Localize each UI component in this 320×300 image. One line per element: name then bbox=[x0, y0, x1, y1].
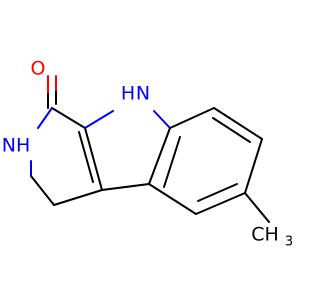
indole-nh-n-label: N bbox=[136, 83, 150, 105]
bond-c6-c5 bbox=[195, 192, 246, 215]
bond-c4a-c9a bbox=[84, 127, 103, 191]
bond-c4b-c8a-inner bbox=[163, 136, 181, 188]
bond-c4-c4a bbox=[53, 189, 103, 206]
bond-c4a-c9a-inner bbox=[78, 131, 94, 183]
molecule-diagram: O NH H N CH 3 bbox=[1, 57, 294, 250]
methyl-subscript-label: 3 bbox=[285, 235, 293, 250]
methyl-ch-label: CH bbox=[251, 224, 279, 246]
oxygen-atom-label: O bbox=[31, 58, 46, 80]
bond-c1-n2 bbox=[37, 107, 53, 129]
bond-c4b-c8a bbox=[148, 127, 171, 185]
bond-c3-c4 bbox=[30, 175, 55, 206]
bond-c8-c7-inner bbox=[212, 117, 251, 143]
bond-c8-c7 bbox=[213, 107, 263, 140]
bond-c6-methyl bbox=[244, 192, 270, 223]
molecule-structure: O NH H N CH 3 bbox=[2, 58, 293, 250]
indole-nh-h-label: H bbox=[121, 83, 135, 105]
bond-c7-c6 bbox=[244, 138, 263, 194]
bond-c1-c9a bbox=[51, 107, 86, 129]
ring-nh-atom-label: NH bbox=[2, 135, 31, 157]
bond-c8a-c8 bbox=[169, 107, 215, 129]
bond-n9-c8a bbox=[153, 110, 171, 129]
bond-c5-c4b bbox=[148, 183, 197, 215]
bond-c4a-c4b bbox=[101, 183, 150, 191]
bond-c9a-n9 bbox=[84, 110, 114, 129]
bond-c6-c5-inner bbox=[197, 183, 238, 202]
